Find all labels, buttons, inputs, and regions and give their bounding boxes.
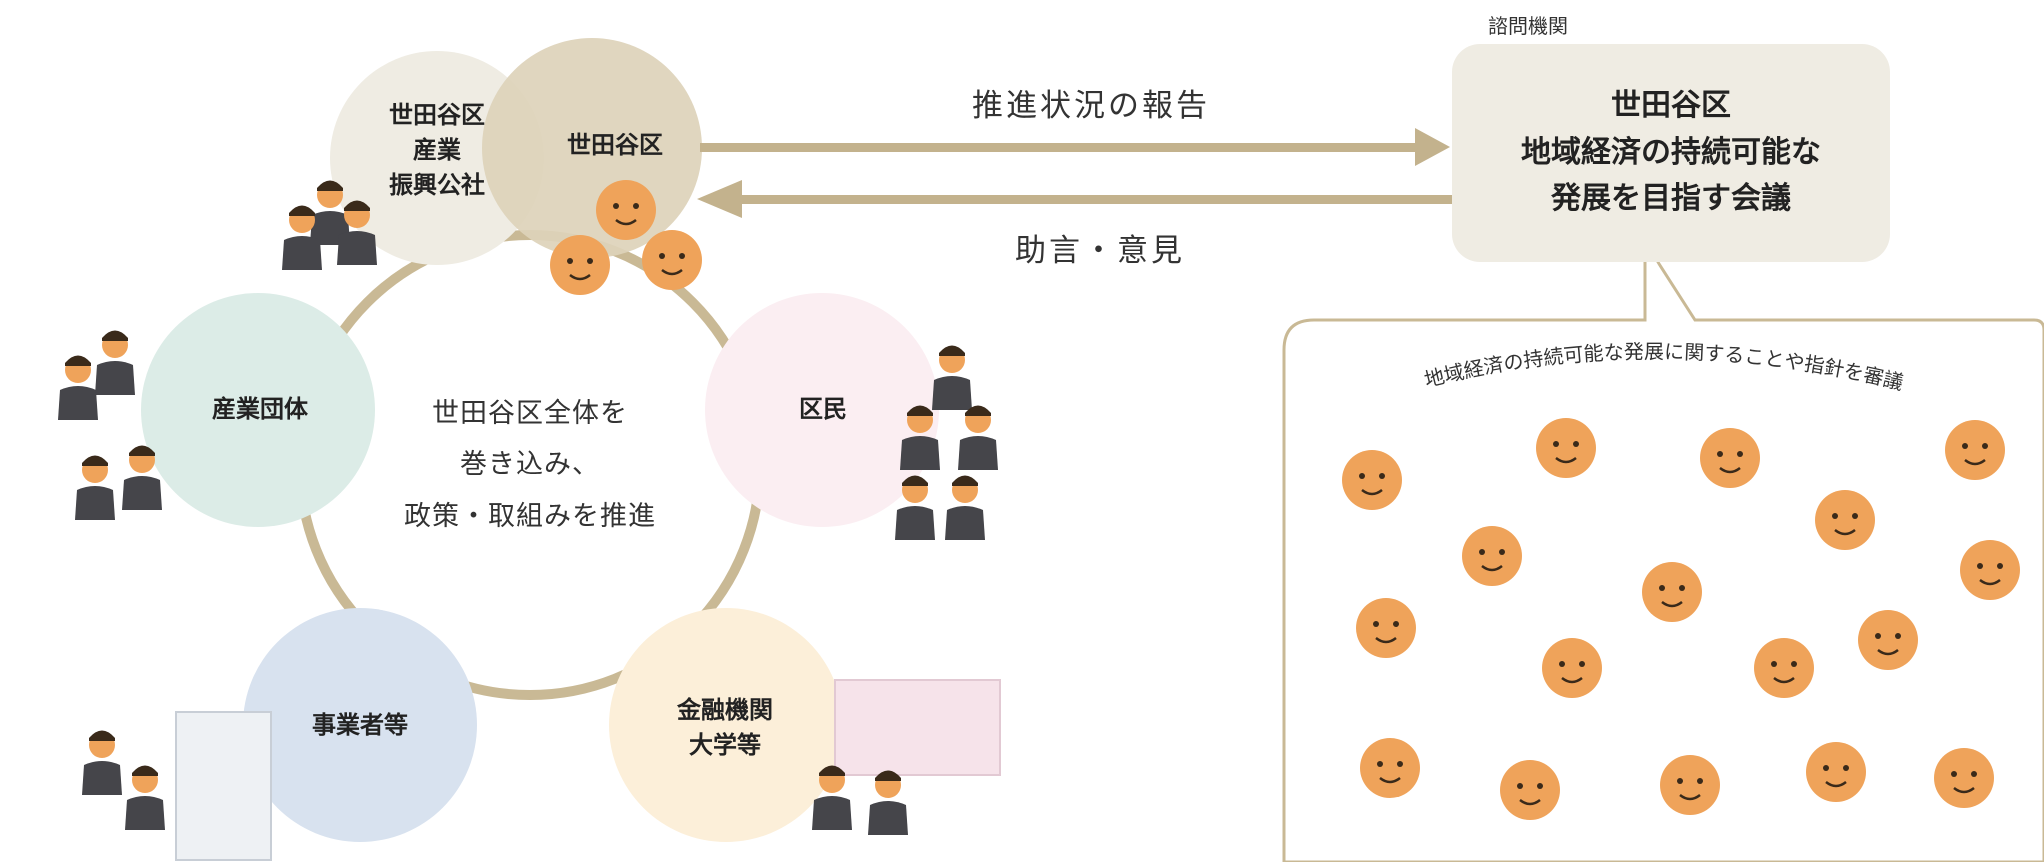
node-label-line: 世田谷区: [389, 101, 485, 129]
council-box: 世田谷区 地域経済の持続可能な 発展を目指す会議: [1452, 44, 1890, 262]
node-label-kumin: 区民: [799, 395, 847, 423]
node-label-sangyo-koshya: 世田谷区 産業 振興公社: [360, 98, 514, 202]
center-text-line: 巻き込み、: [460, 449, 600, 481]
council-title-line: 発展を目指す会議: [1551, 181, 1791, 217]
node-label-line: 金融機関: [677, 696, 773, 724]
council-title-line: 世田谷区: [1611, 88, 1731, 124]
council-title: 世田谷区 地域経済の持続可能な 発展を目指す会議: [1521, 83, 1821, 223]
report-arrow-shaft: [700, 143, 1420, 152]
circle-kumin: [705, 293, 939, 527]
node-label-jigyosha: 事業者等: [312, 711, 408, 739]
node-label-line: 産業: [413, 135, 461, 164]
report-arrowhead: [1415, 128, 1450, 166]
arrow-label-advice: 助言・意見: [1015, 233, 1185, 269]
council-tag: 諮問機関: [1488, 14, 1568, 38]
people-kinyu-illustration: [812, 679, 1001, 835]
circle-kinyu: [609, 608, 843, 842]
office-building-icon: [175, 711, 272, 861]
circle-sangyo-dantai: [141, 293, 375, 527]
circle-jigyosha: [243, 608, 477, 842]
center-text-line: 世田谷区全体を: [432, 398, 628, 429]
node-label-line: 振興公社: [389, 170, 485, 199]
people-jigyosha-illustration: [82, 711, 272, 861]
arrow-label-report: 推進状況の報告: [972, 88, 1210, 124]
council-title-line: 地域経済の持続可能な: [1521, 134, 1821, 170]
node-label-line: 大学等: [689, 730, 761, 759]
circle-sangyo-koshya: [330, 51, 544, 265]
center-text-line: 政策・取組みを推進: [404, 500, 656, 532]
node-label-sangyo-dantai: 産業団体: [212, 395, 308, 423]
node-label-kinyu: 金融機関 大学等: [650, 693, 800, 763]
speech-bubble-tail: [1645, 242, 1690, 322]
speech-bubble: [1282, 236, 2044, 862]
center-text: 世田谷区全体を 巻き込み、 政策・取組みを推進: [380, 388, 680, 542]
university-building-icon: [834, 679, 1001, 776]
node-label-setagaya: 世田谷区: [567, 131, 663, 159]
advice-arrow-shaft: [740, 195, 1452, 204]
advice-arrowhead: [697, 180, 742, 218]
